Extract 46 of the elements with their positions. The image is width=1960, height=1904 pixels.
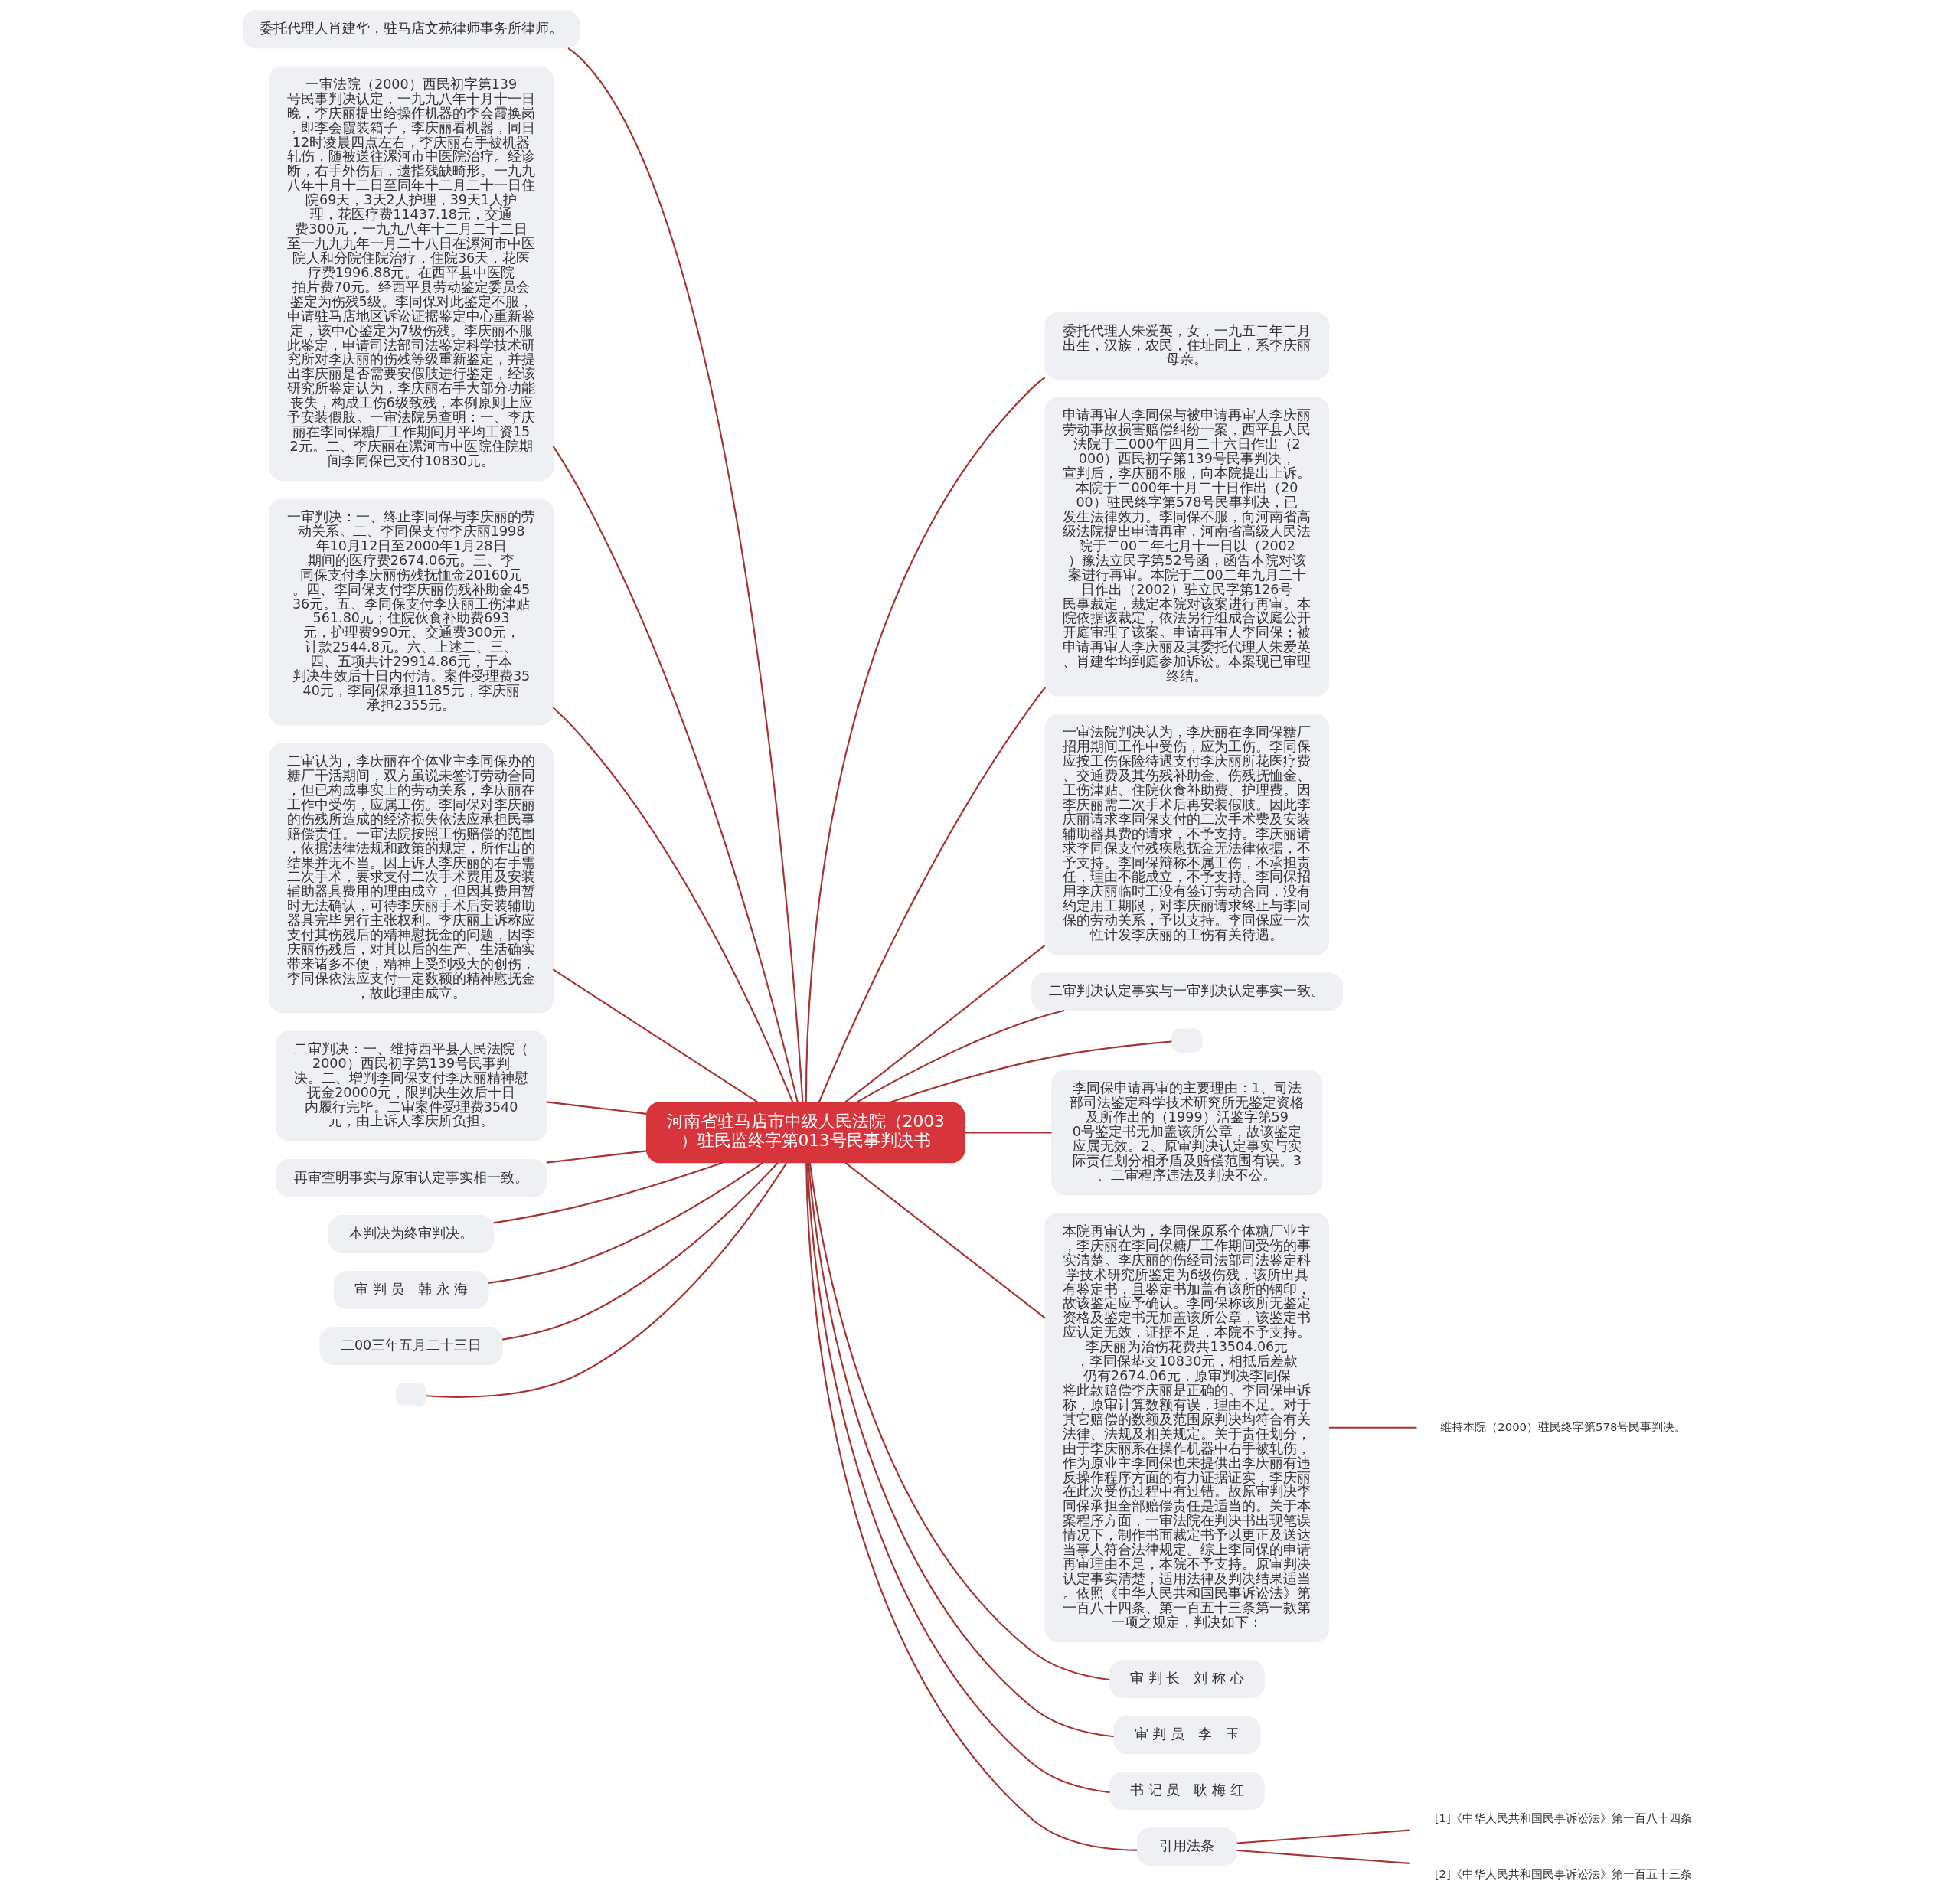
node-box: 二审判决认定事实与一审判决认定事实一致。 (1031, 972, 1343, 1011)
connector (805, 1162, 1138, 1851)
node-box: 审 判 长 刘 称 心 (1109, 1660, 1265, 1699)
node-box: 本院再审认为，李同保原系个体糖厂业主，李庆丽在李同保糖厂工作期间受伤的事实清楚。李庆丽的伤经司法部司法鉴定科学技术研究所鉴定为6级伤残，该所出具有鉴定书，且鉴定书加盖有该所的钢印，故该鉴定应予确认。李同保称该所无鉴定资格及鉴定书无加盖该所公章，该鉴定书应认定无效，证据不足，本院不予支持。李庆丽为治伤花费共13504.06元，李同保垫支10830元，相抵后差款仍有2674.06元，原审判决李同保将此款赔偿李庆丽是正确的。李同保申诉称，原审计算数额有误，理由不足。对于其它赔偿的数额及范围原判决均符合有关法律、法规及相关规定。关于责任划分，由于李庆丽系在操作机器中右手被轧伤，作为原业主李同保也未提供出李庆丽有违反操作程序方面的有力证据证实，李庆丽在此次受伤过程中有过错。故原审判决李同保承担全部赔偿责任是适当的。关于本案程序方面，一审法院在判决书出现笔误情况下，制作书面裁定书予以更正及送达当事人符合法律规定。综上李同保的申请再审理由不足，本院不予支持。原审判决认定事实清楚，适用法律及判决结果适当。依照《中华人民共和国民事诉讼法》第一百八十四条、第一百五十三条第一款第一项之规定，判决如下： (1044, 1213, 1330, 1643)
connector (964, 1132, 1052, 1134)
node-box: 二00三年五月二十三日 (319, 1326, 503, 1365)
node-text: [1]《中华人民共和国民事诉讼法》第一百八十四条 (1434, 1811, 1692, 1825)
node-box: 一审法院判决认为，李庆丽在李同保糖厂招用期间工作中受伤，应为工伤。李同保应按工伤保险待遇支付李庆丽所花医疗费、交通费及其伤残补助金、伤残抚恤金、工伤津贴、住院伙食补助费、护理费。因李庆丽需二次手术后再安装假肢。因此李庆丽请求李同保支付的二次手术费及安装辅助器具费的请求，不予支持。李庆丽请求李同保支付残疾慰抚金无法律依据，不予支持。李同保辩称不属工伤，不承担责任，理由不能成立，不予支持。李同保招用李庆丽临时工没有签订劳动合同，没有约定用工期限，对李庆丽请求终止与李同保的劳动关系，予以支持。李同保应一次性计发李庆丽的工伤有关待遇。 (1044, 714, 1330, 955)
node-box: 李同保申请再审的主要理由：1、司法部司法鉴定科学技术研究所无鉴定资格及所作出的（1999）活鉴字第590号鉴定书无加盖该所公章，故该鉴定应属无效。2、原审判决认定事实与实际责任划分相矛盾及赔偿范围有误。3、二审程序违法及判决不公。 (1051, 1070, 1323, 1196)
connector (855, 1009, 1065, 1104)
node-box: 二审判决：一、维持西平县人民法院（2000）西民初字第139号民事判决。二、增判李同保支付李庆丽精神慰抚金20000元，限判决生效后十日内履行完毕。二审案件受理费3540元，由上诉人李庆所负担。 (276, 1030, 547, 1141)
node-box: 引用法条 (1136, 1827, 1237, 1866)
connector (426, 1162, 788, 1398)
connector (1328, 1426, 1417, 1429)
connector (546, 1150, 647, 1164)
node-box: 河南省驻马店市中级人民法院（2003）驻民监终字第013号民事判决书 (646, 1102, 965, 1164)
node-box: 再审查明事实与原审认定事实相一致。 (276, 1158, 547, 1197)
connector (889, 1040, 1172, 1104)
connector (502, 1162, 779, 1341)
connector (546, 1101, 647, 1115)
connector (552, 968, 759, 1103)
connector (805, 377, 1046, 1102)
connector (493, 1161, 724, 1224)
connector (552, 707, 794, 1103)
node-box: 委托代理人朱爱英，女，一九五二年二月出生，汉族，农民，住址同上，系李庆丽母亲。 (1044, 312, 1330, 380)
node-box: 二审认为，李庆丽在个体业主李同保办的糖厂干活期间，双方虽说未签订劳动合同，但已构成事实上的劳动关系，李庆丽在工作中受伤，应属工伤。李同保对李庆丽的伤残所造成的经济损失依法应承担民事赔偿责任。一审法院按照工伤赔偿的范围，依据法律法规和政策的规定，所作出的结果并无不当。因上诉人李庆丽的右手需二次手术，要求支付二次手术费用及安装辅助器具费用的理由成立，但因其费用暂时无法确认，可待李庆丽手术后安装辅助器具完毕另行主张权利。李庆丽上诉称应支付其伤残后的精神慰抚金的问题，因李庆丽伤残后，对其以后的生产、生活确实带来诸多不便，精神上受到极大的创伤，李同保依法应支付一定数额的精神慰抚金，故此理由成立。 (269, 743, 554, 1014)
node-box: 书 记 员 耿 梅 红 (1109, 1772, 1265, 1811)
connector (552, 446, 799, 1103)
node-box (1171, 1028, 1203, 1053)
node-box: 审 判 员 李 玉 (1113, 1716, 1261, 1755)
connector (844, 945, 1046, 1103)
connector (844, 1162, 1046, 1319)
connector (1236, 1849, 1410, 1864)
node-box: 一审判决：一、终止李同保与李庆丽的劳动关系。二、李同保支付李庆丽1998年10月12日至2000年1月28日期间的医疗费2674.06元。三、李同保支付李庆丽伤残抚恤金20160元。四、李同保支付李庆丽伤残补助金4536元。五、李同保支付李庆丽工伤津贴561.80元；住院伙食补助费693元，护理费990元、交通费300元，计款2544.8元。六、上述二、三、四、五项共计29914.86元，于本判决生效后十日内付清。案件受理费3540元，李同保承担1185元，李庆丽承担2355元。 (269, 498, 554, 726)
node-box: 一审法院（2000）西民初字第139号民事判决认定，一九九八年十月十一日晚，李庆丽提出给操作机器的李会霞换岗，即李会霞装箱子，李庆丽看机器，同日12时凌晨四点左右，李庆丽右手被机器轧伤，随被送往漯河市中医院治疗。经诊断，右手外伤后，遗指残缺畸形。一九九八年十月十二日至同年十二月二十一日住院69天，3天2人护理，39天1人护理，花医疗费11437.18元，交通费300元，一九九八年十二月二十二日至一九九九年一月二十八日在漯河市中医院人和分院住院治疗，住院36天，花医疗费1996.88元。在西平县中医院拍片费70元。经西平县劳动鉴定委员会鉴定为伤残5级。李同保对此鉴定不服，申请驻马店地区诉讼证据鉴定中心重新鉴定，该中心鉴定为7级伤残。李庆丽不服此鉴定，申请司法部司法鉴定科学技术研究所对李庆丽的伤残等级重新鉴定，并提出李庆丽是否需要安假肢进行鉴定，经该研究所鉴定认为，李庆丽右手大部分功能丧失，构成工伤6级致残，本例原则上应予安装假肢。一审法院另查明：一、李庆丽在李同保糖厂工作期间月平均工资152元。二、李庆丽在漯河市中医院住院期间李同保已支付10830元。 (269, 66, 554, 482)
node-box: 本判决为终审判决。 (328, 1214, 495, 1253)
connector (488, 1161, 763, 1284)
node-text: 维持本院（2000）驻民终字第578号民事判决。 (1440, 1419, 1687, 1434)
node-box: 委托代理人肖建华，驻马店文苑律师事务所律师。 (242, 10, 580, 49)
connector (567, 47, 804, 1102)
node-box: 审 判 员 韩 永 海 (333, 1270, 489, 1309)
node-box (395, 1382, 427, 1406)
node-text: [2]《中华人民共和国民事诉讼法》第一百五十三条 (1434, 1866, 1692, 1881)
connector (1236, 1829, 1410, 1844)
connector (818, 687, 1046, 1103)
node-box: 申请再审人李同保与被申请再审人李庆丽劳动事故损害赔偿纠纷一案，西平县人民法院于二000年四月二十六日作出（2000）西民初字第139号民事判决，宣判后，李庆丽不服，向本院提出上诉。本院于二000年十月二十日作出（2000）驻民终字第578号民事判决，已发生法律效力。李同保不服，向河南省高级法院提出申请再审，河南省高级人民法院于二00二年七月十一日以（2002）豫法立民字第52号函，函告本院对该案进行再审。本院于二00二年九月二十日作出（2002）驻立民字第126号民事裁定，裁定本院对该案进行再审。本院依据该裁定，依法另行组成合议庭公开开庭审理了该案。申请再审人李同保；被申请再审人李庆丽及其委托代理人朱爱英、肖建华均到庭参加诉讼。本案现已审理终结。 (1044, 397, 1330, 697)
